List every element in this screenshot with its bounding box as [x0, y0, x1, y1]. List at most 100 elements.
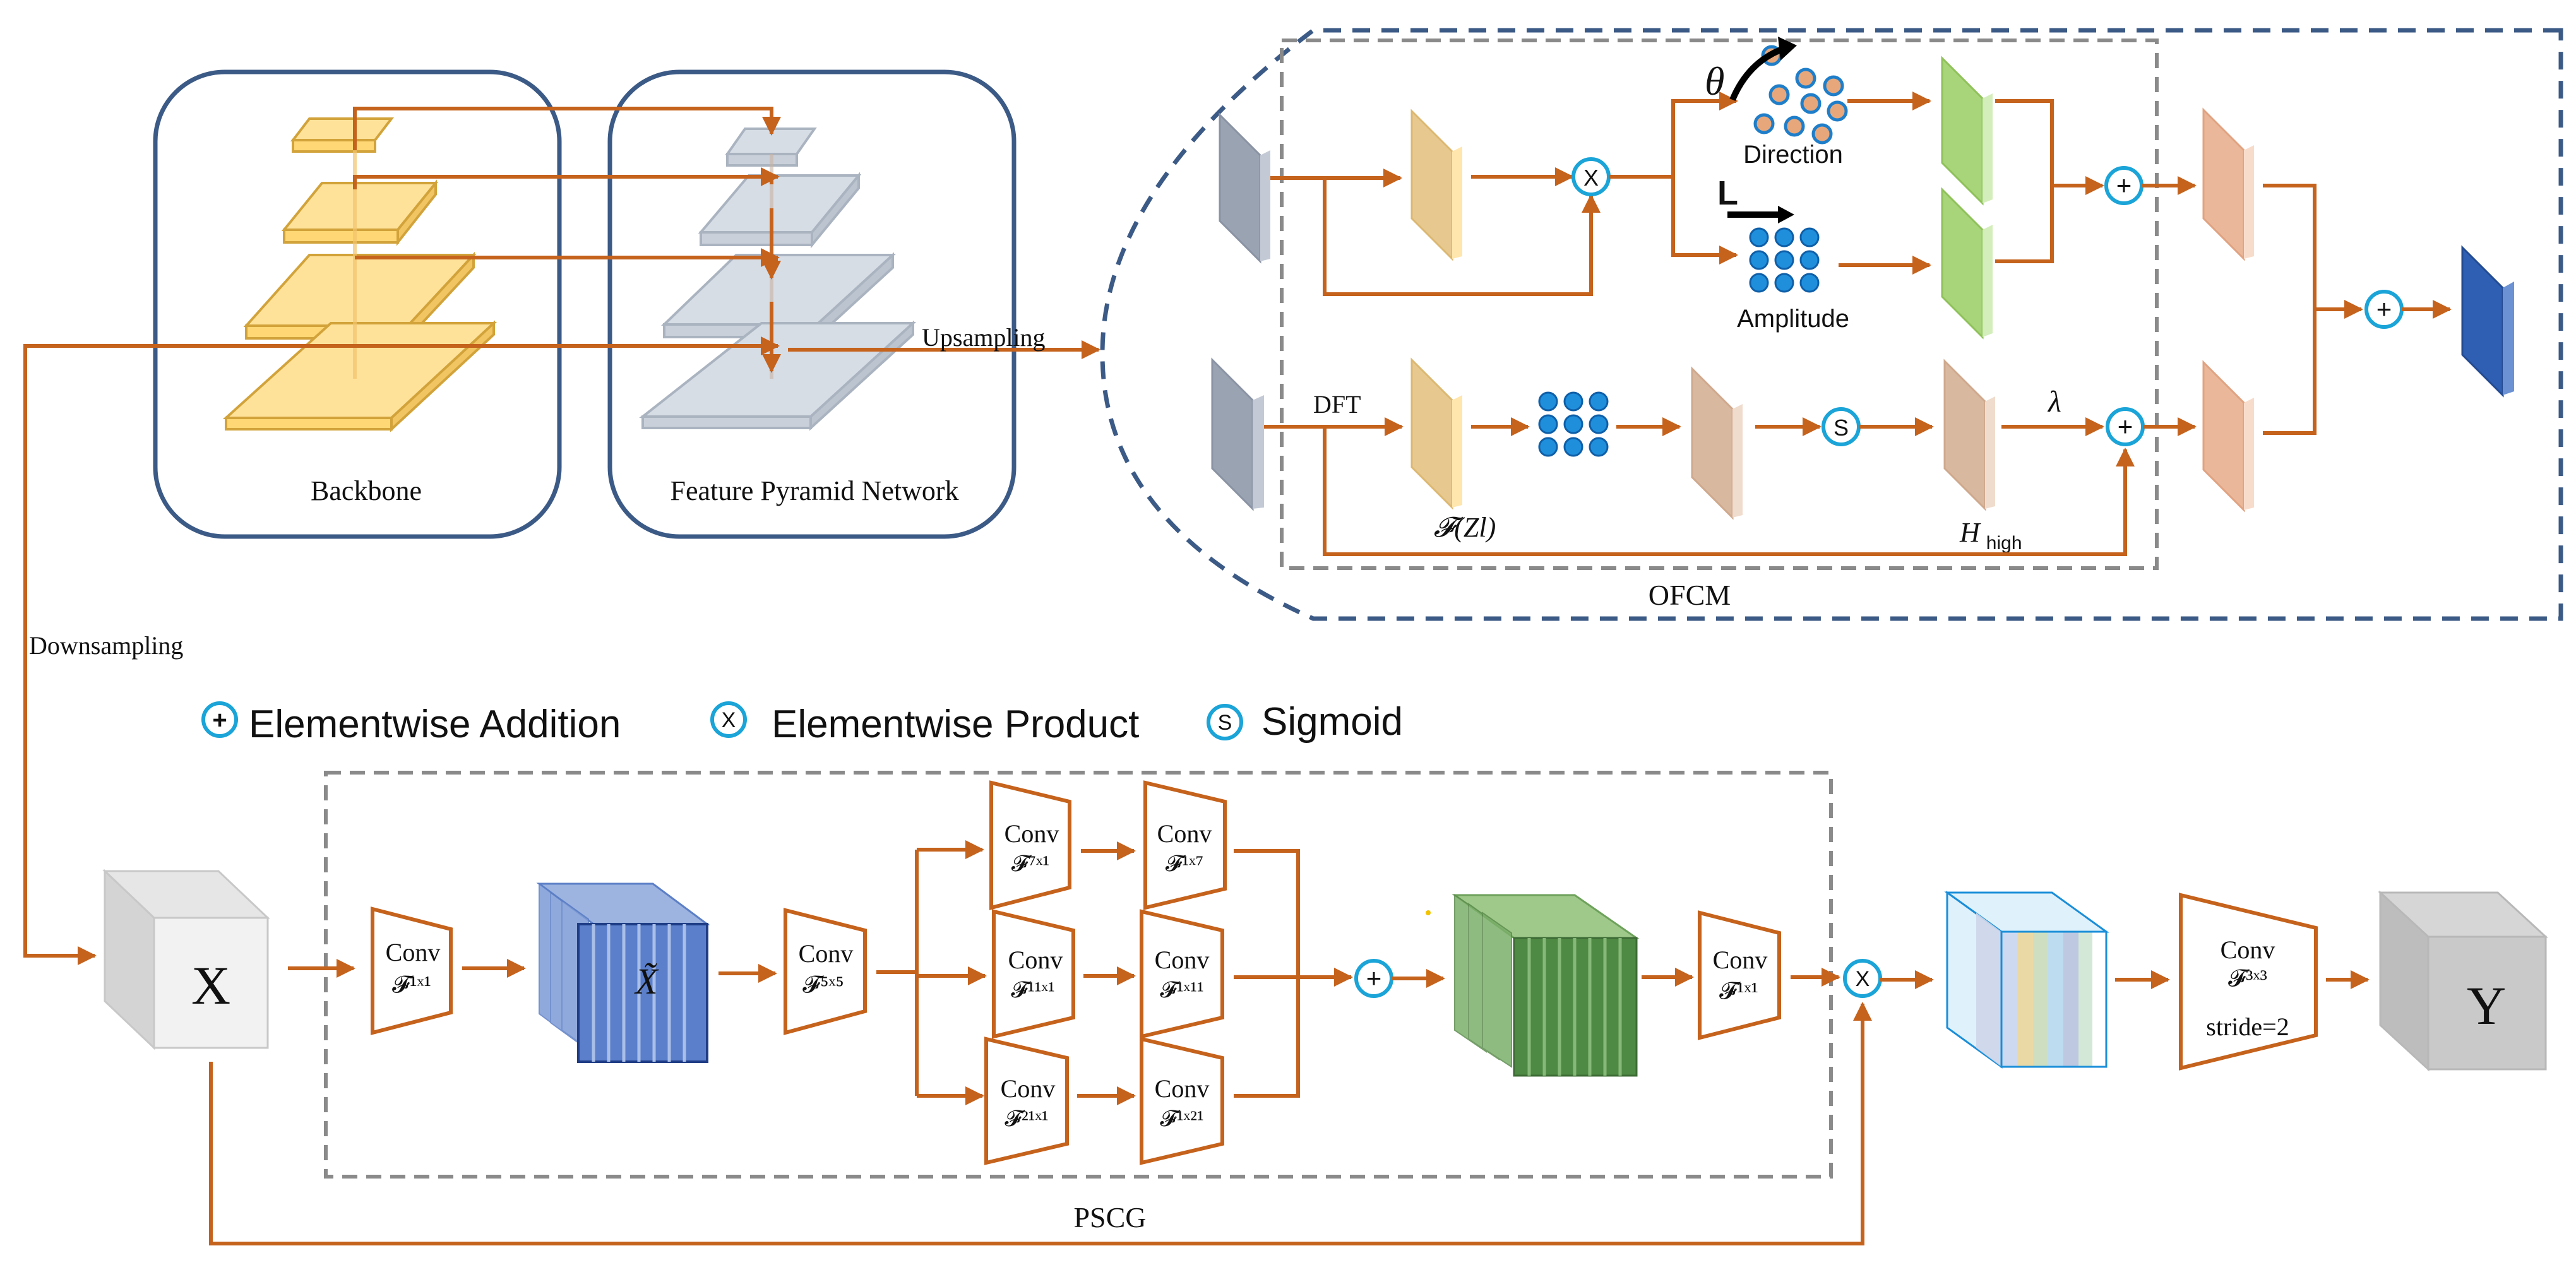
- legend-sigmoid-symbol: S: [1218, 711, 1232, 735]
- pscg-add-op: +: [1354, 959, 1393, 998]
- x-tilde-stack: X̃: [536, 882, 710, 1063]
- conv-11x1-kernel: 𝓕¹¹ˣ¹: [1011, 977, 1054, 1002]
- ofcm-add-bottom-symbol: +: [2118, 412, 2133, 441]
- stride-label: stride=2: [2206, 1013, 2289, 1041]
- conv-7x1-kernel: 𝓕⁷ˣ¹: [1011, 851, 1049, 876]
- upsampling-connector: Upsampling: [788, 323, 1100, 359]
- backbone-level-3: [281, 179, 439, 246]
- ofcm-add-op-bottom: +: [2106, 407, 2145, 446]
- fused-feature-stack: [1944, 891, 2109, 1069]
- fpn-level-1: [639, 320, 917, 431]
- green-map-bottom: [1941, 187, 1993, 340]
- ofcm-add-final-symbol: +: [2376, 294, 2392, 324]
- tan-map-2: [1943, 359, 1995, 511]
- conv-1x11-block: Conv 𝓕¹ˣ¹¹: [1140, 909, 1224, 1039]
- fpn-label: Feature Pyramid Network: [671, 475, 959, 506]
- legend-product: X Elementwise Product: [710, 701, 1139, 746]
- pscg-module: PSCG X Conv 𝓕¹ˣ¹: [102, 771, 1840, 1233]
- ofcm-product-op: X: [1571, 157, 1611, 196]
- conv-21x1-kernel: 𝓕²¹ˣ¹: [1005, 1106, 1048, 1131]
- backbone-level-4: [290, 117, 395, 153]
- downsampling-label: Downsampling: [29, 631, 183, 660]
- conv-1x1b-block: Conv 𝓕¹ˣ¹: [1698, 910, 1781, 1040]
- legend-sigmoid-label: Sigmoid: [1261, 700, 1403, 744]
- peach-map-bottom: [2202, 360, 2254, 513]
- legend-product-label: Elementwise Product: [772, 703, 1139, 746]
- conv-1x1b-word: Conv: [1713, 946, 1768, 974]
- ofcm-sigmoid-op: S: [1822, 407, 1861, 446]
- legend-sigmoid: S Sigmoid: [1207, 700, 1403, 744]
- conv-1x7-kernel: 𝓕¹ˣ⁷: [1166, 851, 1203, 876]
- amplitude-label: Amplitude: [1737, 305, 1849, 333]
- theta-symbol: θ: [1705, 59, 1724, 104]
- conv-7x1-word: Conv: [1005, 819, 1059, 848]
- green-map-top: [1941, 56, 1993, 206]
- x-label: X: [191, 955, 230, 1016]
- conv-1x1-word: Conv: [386, 938, 441, 966]
- ofcm-add-op-top: +: [2104, 166, 2144, 205]
- conv-1x11-word: Conv: [1155, 946, 1210, 974]
- lateral-arrows: [353, 107, 781, 373]
- ofcm-input-top: [1219, 112, 1270, 264]
- conv-21x1-word: Conv: [1001, 1074, 1056, 1103]
- legend-product-symbol: X: [722, 708, 736, 732]
- ofcm-output-map: [2461, 245, 2514, 398]
- ofcm-merge: +: [2202, 107, 2514, 513]
- pscg-add-symbol: +: [1366, 963, 1382, 993]
- legend-addition: + Elementwise Addition: [201, 701, 621, 746]
- conv-5x5-kernel: 𝓕⁵ˣ⁵: [802, 971, 844, 998]
- y-output-cube: Y: [2378, 890, 2548, 1072]
- stray-dot: [1426, 910, 1431, 915]
- conv-21x1-block: Conv 𝓕²¹ˣ¹: [984, 1036, 1069, 1165]
- ofcm-product-symbol: X: [1583, 165, 1599, 191]
- conv-3x3-word: Conv: [2221, 935, 2275, 964]
- direction-dots: [1753, 45, 1848, 145]
- amplitude-dots: [1749, 227, 1820, 293]
- conv-11x1-block: Conv 𝓕¹¹ˣ¹: [992, 909, 1075, 1039]
- fpn-level-3: [698, 172, 862, 249]
- conv-1x21-word: Conv: [1155, 1074, 1210, 1103]
- green-feature-stack: [1452, 894, 1640, 1077]
- lambda-symbol: λ: [2047, 385, 2061, 419]
- ofcm-input-bottom: [1211, 357, 1264, 511]
- ofcm-bottom-branch: DFT 𝓕(Zl) S: [1264, 357, 2197, 556]
- legend: + Elementwise Addition X Elementwise Pro…: [201, 700, 1403, 746]
- peach-map-top: [2202, 107, 2254, 261]
- tan-map-1: [1691, 366, 1743, 520]
- ofcm-label: OFCM: [1649, 579, 1731, 611]
- conv-1x21-block: Conv 𝓕¹ˣ²¹: [1140, 1036, 1224, 1165]
- ofcm-add-top-symbol: +: [2116, 170, 2132, 200]
- final-product-op: X: [1843, 959, 1882, 998]
- pscg-label: PSCG: [1073, 1201, 1146, 1233]
- l-symbol: L: [1717, 174, 1738, 212]
- fzl-map: [1410, 357, 1462, 510]
- conv-5x5-block: Conv 𝓕⁵ˣ⁵: [784, 908, 867, 1035]
- legend-addition-label: Elementwise Addition: [249, 703, 621, 746]
- x-input-cube: X: [102, 869, 270, 1050]
- conv-1x1-kernel: 𝓕¹ˣ¹: [392, 971, 431, 998]
- fpn-level-4: [725, 128, 817, 167]
- backbone-panel: Backbone: [153, 69, 562, 539]
- h-subscript: high: [1986, 533, 2022, 554]
- conv-1x1-block: Conv 𝓕¹ˣ¹: [371, 906, 453, 1035]
- h-symbol: H: [1959, 517, 1981, 548]
- ofcm-sigmoid-symbol: S: [1834, 415, 1849, 441]
- backbone-label: Backbone: [311, 475, 422, 506]
- conv-11x1-word: Conv: [1008, 946, 1063, 974]
- conv-1x11-kernel: 𝓕¹ˣ¹¹: [1160, 977, 1203, 1002]
- frequency-dots: [1538, 391, 1609, 457]
- ofcm-top-branch: X θ Direction L Amplitude: [1270, 37, 2197, 340]
- fpn-panel: Feature Pyramid Network: [607, 69, 1017, 539]
- conv-3x3-kernel: 𝓕³ˣ³: [2228, 965, 2267, 992]
- conv-3x3-block: Conv 𝓕³ˣ³ stride=2: [2179, 893, 2318, 1071]
- ofcm-add-op-final: +: [2364, 290, 2404, 329]
- legend-addition-symbol: +: [212, 706, 227, 734]
- conv-1x7-word: Conv: [1157, 819, 1212, 848]
- upsampling-label: Upsampling: [922, 323, 1046, 352]
- downsampling-connector: Downsampling: [23, 344, 355, 965]
- conv-7x1-block: Conv 𝓕⁷ˣ¹: [989, 780, 1071, 910]
- ofcm-module: OFCM X: [1100, 28, 2563, 621]
- dft-label: DFT: [1313, 390, 1361, 419]
